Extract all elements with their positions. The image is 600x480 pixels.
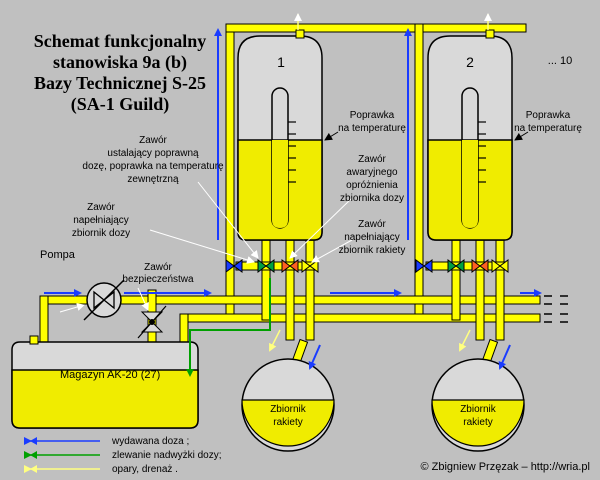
- legend-green-label: zlewanie nadwyżki dozy;: [112, 450, 222, 461]
- station-2-number: 2: [466, 54, 474, 70]
- valve-yellow-1: [301, 259, 319, 273]
- storage-tank: [11, 335, 199, 429]
- valves-tank-1: [225, 259, 319, 273]
- leader-lines-white: [149, 181, 353, 264]
- emergency-line-1: Zawór: [358, 154, 386, 165]
- tank1-outlet-c: [305, 239, 315, 341]
- dose-valve-line-3: dozę, poprawka na temperaturę: [82, 161, 224, 172]
- legend-marker-fix: [30, 437, 37, 473]
- safety-valve: [137, 305, 167, 339]
- valve-green-1: [257, 259, 275, 273]
- pipe-continuation-dashes: [544, 295, 568, 323]
- leader-lines: [59, 131, 529, 313]
- dose-valve-line-1: Zawór: [139, 135, 167, 146]
- dose-tank-1: [237, 29, 323, 241]
- title-line-2: stanowiska 9a (b): [53, 52, 187, 73]
- flow-blue: [44, 28, 542, 370]
- return-main-pipe: [179, 313, 541, 323]
- fill-rocket-line-3: zbiornik rakiety: [339, 245, 406, 256]
- flow-yellow: [269, 13, 492, 352]
- valve-yellow-2: [491, 259, 509, 273]
- correction-2-line-1: Poprawka: [526, 110, 571, 121]
- copyright: © Zbigniew Przęzak – http://wria.pl: [420, 461, 590, 473]
- valve-orange-2: [471, 259, 489, 273]
- fill-dose-valve-label: Zawór napełniający zbiornik dozy: [72, 202, 130, 239]
- valve-blue-1: [225, 259, 243, 273]
- title-line-3: Bazy Technicznej S-25: [34, 73, 206, 93]
- title-line-1: Schemat funkcjonalny: [34, 31, 207, 51]
- legend-yellow-label: opary, drenaż .: [112, 464, 178, 475]
- correction-label-2: Poprawka na temperaturę: [514, 110, 582, 134]
- emergency-line-3: opróżnienia: [346, 180, 398, 191]
- station-1-number: 1: [277, 54, 285, 70]
- valve-green-2: [447, 259, 465, 273]
- valves-tank-2: [415, 259, 509, 273]
- tank2-outlet-a: [451, 239, 461, 321]
- storage-tank-label: Magazyn AK-20 (27): [60, 369, 160, 381]
- title-line-4: (SA-1 Guild): [71, 94, 170, 115]
- diagram-title: Schemat funkcjonalny stanowiska 9a (b) B…: [34, 31, 207, 115]
- legend: wydawana doza ; zlewanie nadwyżki dozy; …: [24, 436, 222, 475]
- correction-label-1: Poprawka na temperaturę: [338, 110, 406, 134]
- fill-dose-line-3: zbiornik dozy: [72, 228, 130, 239]
- emergency-line-4: zbiornika dozy: [340, 193, 404, 204]
- correction-1-line-1: Poprawka: [350, 110, 395, 121]
- rocket-tank-1: [241, 358, 335, 452]
- correction-2-line-2: na temperaturę: [514, 123, 582, 134]
- valve-blue-2: [415, 259, 433, 273]
- rocket-tank-2-label-1: Zbiornik: [460, 404, 497, 415]
- tank2-outlet-b: [475, 239, 485, 341]
- dose-tank-2: [427, 29, 513, 241]
- dose-valve-label: Zawór ustalający poprawną dozę, poprawka…: [82, 135, 224, 185]
- legend-blue-label: wydawana doza ;: [111, 436, 189, 447]
- supply-down-pipe: [39, 295, 49, 343]
- valve-orange-1: [281, 259, 299, 273]
- tank1-outlet-a: [261, 239, 271, 321]
- rocket-tank-2: [431, 358, 525, 452]
- fill-rocket-valve-label: Zawór napełniający zbiornik rakiety: [339, 219, 406, 256]
- correction-1-line-2: na temperaturę: [338, 123, 406, 134]
- more-stations-label: ... 10: [548, 55, 572, 67]
- emergency-line-2: awaryjnego: [346, 167, 398, 178]
- pump-label: Pompa: [40, 249, 76, 261]
- return-down-pipe: [179, 313, 189, 345]
- emergency-valve-label: Zawór awaryjnego opróżnienia zbiornika d…: [340, 154, 404, 204]
- rocket-tank-2-label-2: rakiety: [463, 417, 492, 428]
- safety-valve-label-2: bezpieczeństwa: [122, 274, 194, 285]
- tank2-outlet-c: [495, 239, 505, 341]
- dose-valve-line-4: zewnętrzną: [127, 174, 179, 185]
- pump-symbol: [83, 279, 125, 321]
- fill-rocket-line-1: Zawór: [358, 219, 386, 230]
- fill-dose-line-1: Zawór: [87, 202, 115, 213]
- vent-top-pipe: [225, 23, 527, 33]
- rocket-tank-1-label-2: rakiety: [273, 417, 302, 428]
- dose-valve-line-2: ustalający poprawną: [107, 148, 199, 159]
- fill-rocket-line-2: napełniający: [344, 232, 400, 243]
- safety-valve-label-1: Zawór: [144, 262, 172, 273]
- rocket-tank-1-label-1: Zbiornik: [270, 404, 307, 415]
- flow-green: [186, 278, 271, 377]
- fill-dose-line-2: napełniający: [73, 215, 129, 226]
